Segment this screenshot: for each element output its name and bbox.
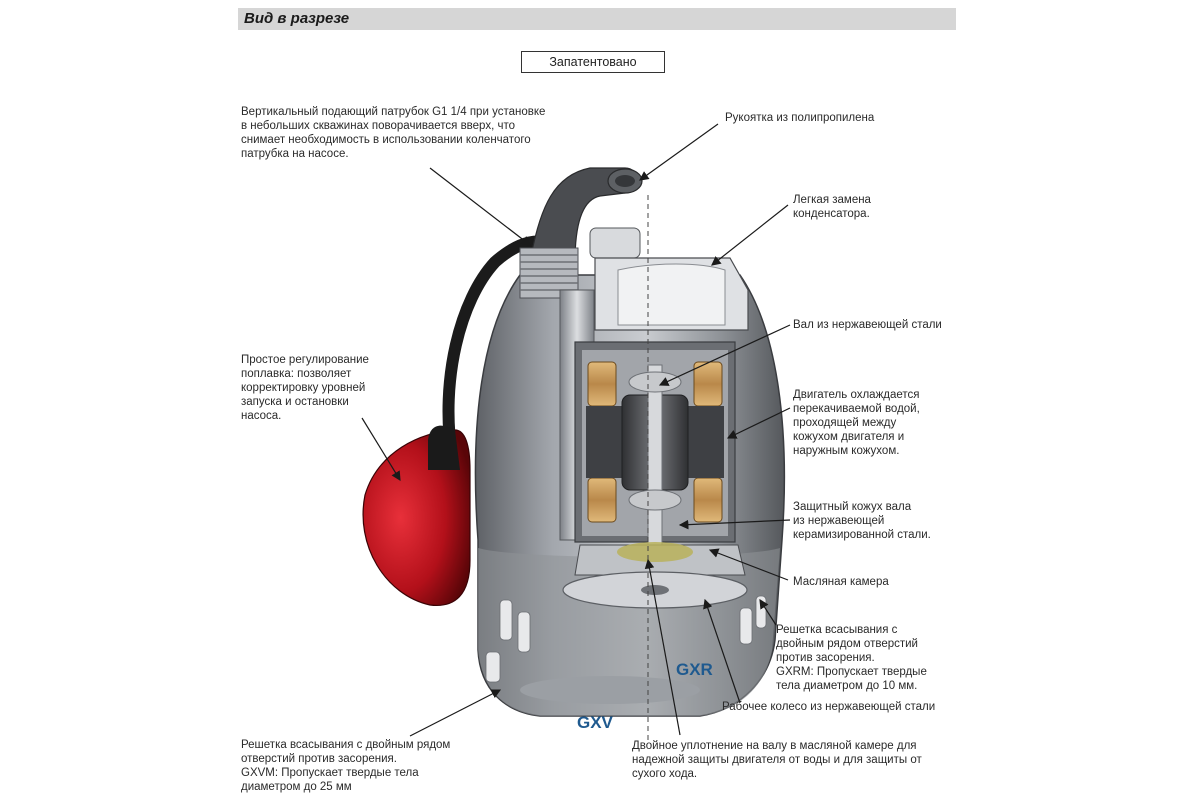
winding-top-right (693, 361, 723, 407)
leader-handle (639, 123, 719, 181)
float-cap (428, 425, 460, 470)
callout-shaft: Вал из нержавеющей стали (793, 319, 942, 331)
leader-oil-chamber (708, 548, 789, 581)
leader-impeller (703, 598, 741, 704)
upper-bearing (628, 371, 682, 393)
seal-ring (617, 542, 693, 562)
stator-core-left (586, 406, 622, 478)
base-foot (520, 676, 700, 704)
winding-bottom-right (693, 477, 723, 523)
leader-strainer-gxv (409, 689, 502, 737)
winding-top-left (587, 361, 617, 407)
leader-shaft-sleeve (678, 519, 791, 530)
float-switch (362, 429, 471, 606)
leader-strainer-gxr (759, 598, 777, 626)
lower-bearing (628, 489, 682, 511)
callout-impeller: Рабочее колесо из нержавеющей стали (722, 701, 936, 713)
stator-core-right (688, 406, 724, 478)
callout-handle: Рукоятка из полипропилена (725, 112, 875, 124)
leader-seal (644, 558, 681, 736)
capacitor (617, 263, 726, 326)
callout-outlet: Вертикальный подающий патрубок G1 1/4 пр… (241, 106, 546, 160)
leader-motor-cooling (726, 407, 791, 439)
model-label-gxv: GXV (577, 713, 613, 732)
leader-float (361, 417, 401, 482)
handle-hole (615, 175, 635, 187)
leader-shaft (658, 324, 791, 386)
leader-capacitor (711, 204, 789, 266)
cable-gland (589, 227, 641, 259)
impeller-hub (641, 585, 669, 595)
section-header-bar: Вид в разрезе (238, 8, 956, 30)
callout-seal: Двойное уплотнение на валу в масляной ка… (632, 740, 922, 780)
callout-oil-chamber: Масляная камера (793, 576, 889, 588)
suction-strainer-holes (485, 595, 767, 683)
leader-outlet (429, 167, 531, 246)
model-label-gxr: GXR (676, 660, 713, 679)
winding-bottom-left (587, 477, 617, 523)
patent-badge: Запатентовано (521, 51, 665, 73)
section-title: Вид в разрезе (244, 10, 350, 27)
